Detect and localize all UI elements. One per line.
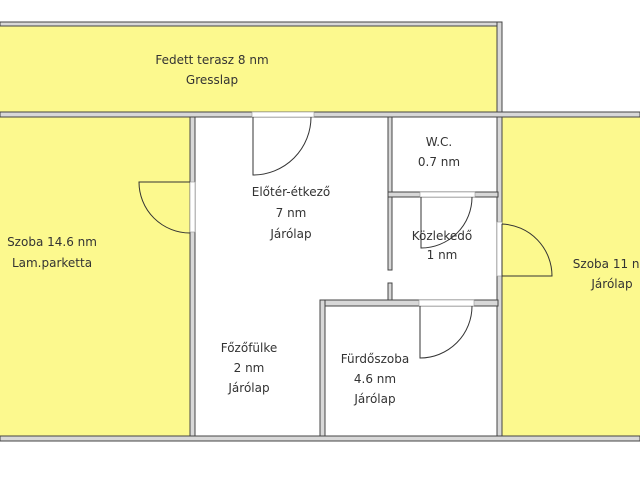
wc-label: W.C.0.7 nm [418,135,460,169]
terrace-area [0,26,497,113]
walls [0,21,640,442]
door-swings [138,116,553,359]
room-left-area [0,117,190,436]
